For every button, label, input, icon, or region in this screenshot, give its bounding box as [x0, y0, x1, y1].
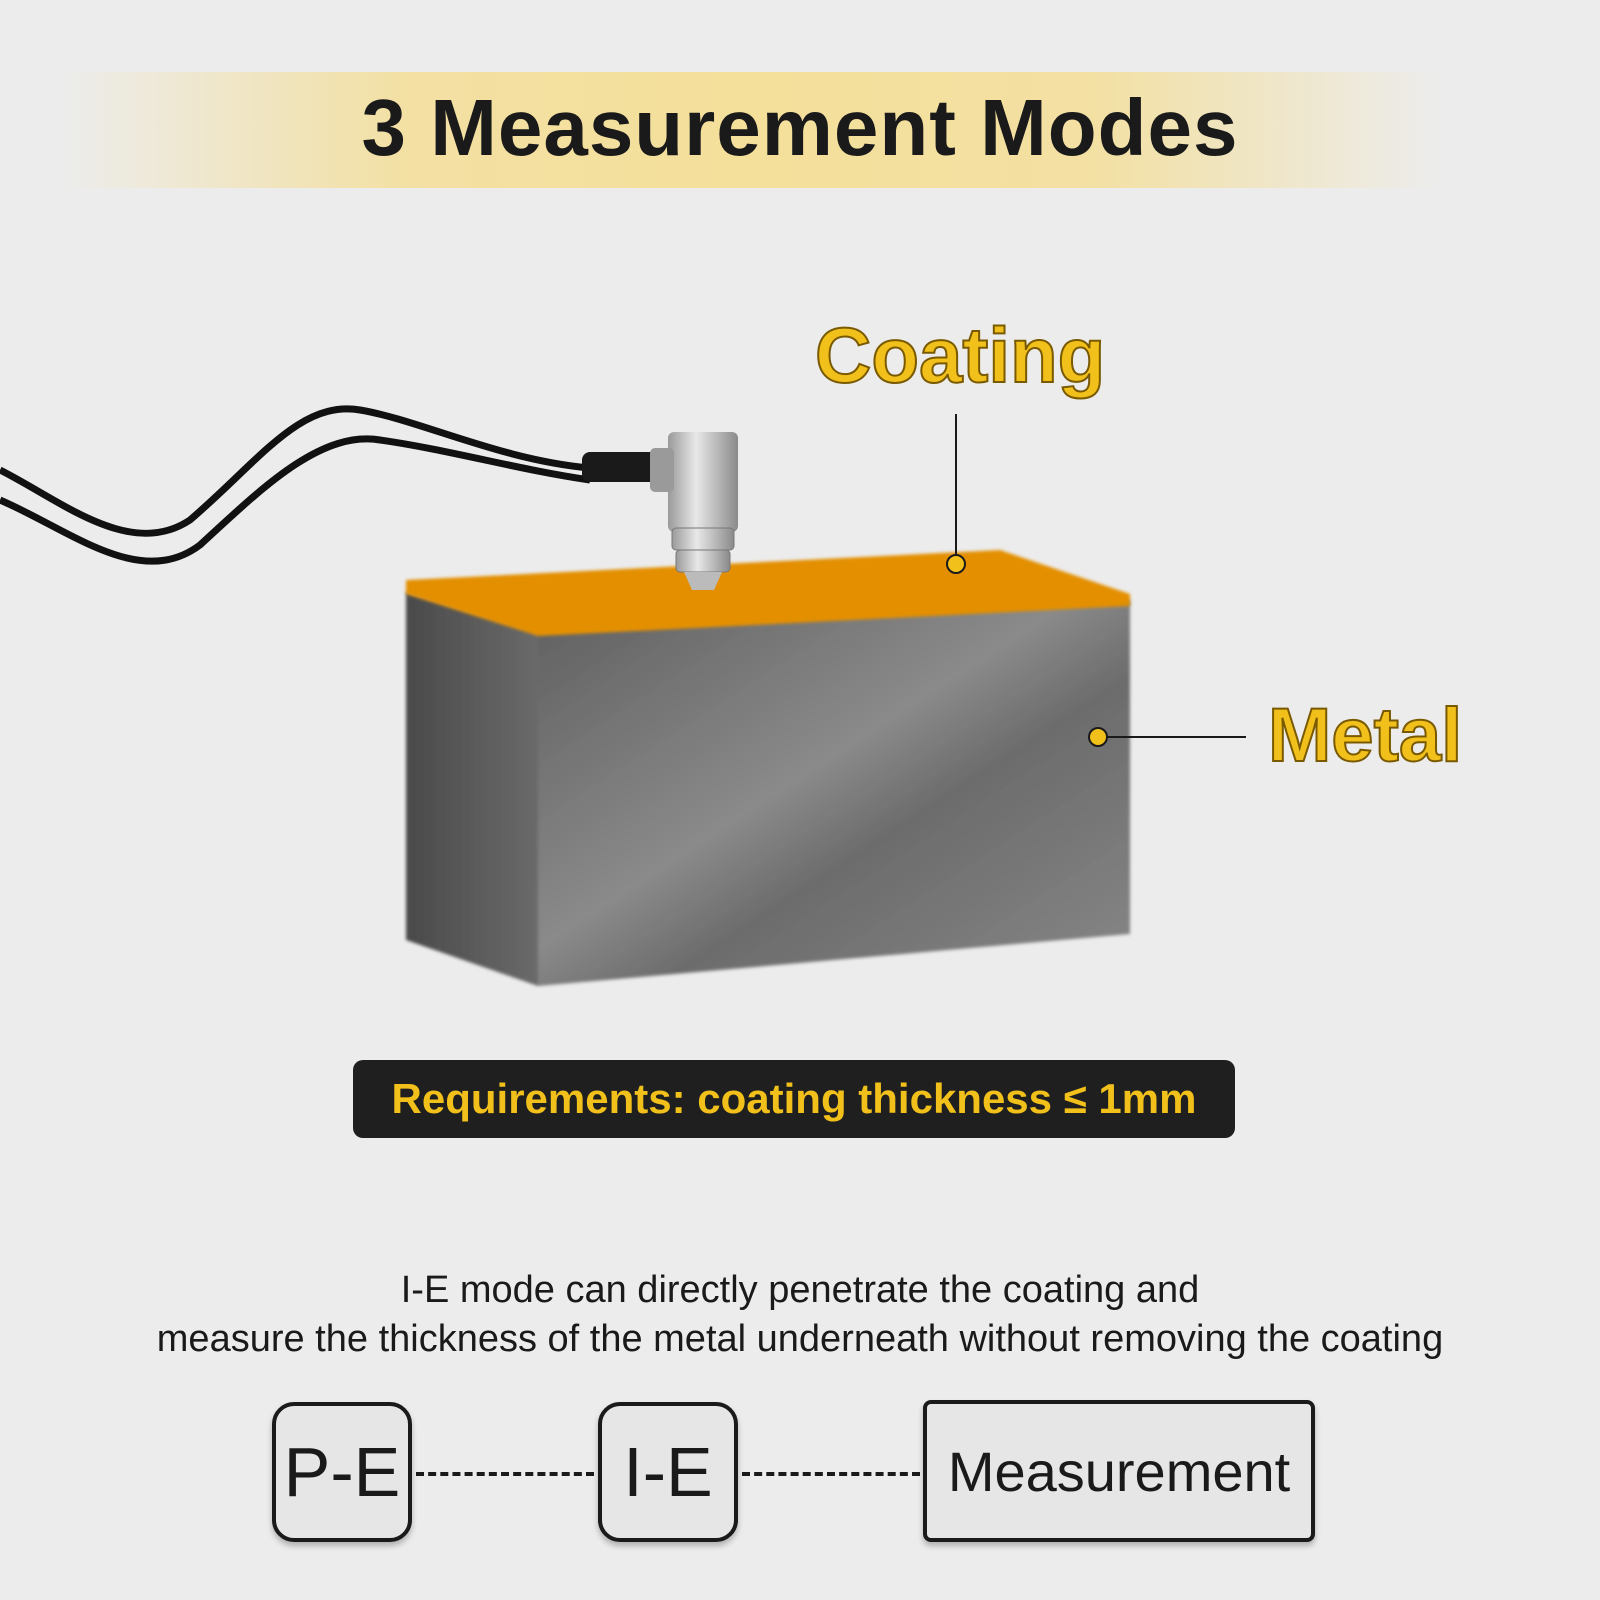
- connector-dash-1: [416, 1472, 594, 1476]
- description-line-1: I-E mode can directly penetrate the coat…: [400, 1269, 1200, 1311]
- probe-cable: [0, 405, 674, 565]
- measurement-button[interactable]: Measurement: [923, 1400, 1315, 1542]
- ultrasonic-probe: [650, 432, 738, 590]
- description-line-2: measure the thickness of the metal under…: [156, 1318, 1444, 1360]
- coating-layer: [406, 550, 1130, 636]
- requirement-banner: Requirements: coating thickness ≤ 1mm: [353, 1060, 1235, 1138]
- metal-block: [406, 592, 1130, 986]
- page-title: 3 Measurement Modes: [361, 83, 1239, 172]
- metal-leader: [1088, 727, 1246, 747]
- coating-label: Coating: [814, 310, 1106, 400]
- title-highlight-band: [60, 72, 1440, 188]
- pe-mode-button[interactable]: P-E: [272, 1402, 412, 1542]
- connector-dash-2: [742, 1472, 920, 1476]
- coating-leader: [946, 414, 966, 574]
- ie-mode-button[interactable]: I-E: [598, 1402, 738, 1542]
- requirement-text: Requirements: coating thickness ≤ 1mm: [391, 1075, 1197, 1122]
- metal-label: Metal: [1267, 692, 1463, 779]
- description: I-E mode can directly penetrate the coat…: [0, 1266, 1600, 1364]
